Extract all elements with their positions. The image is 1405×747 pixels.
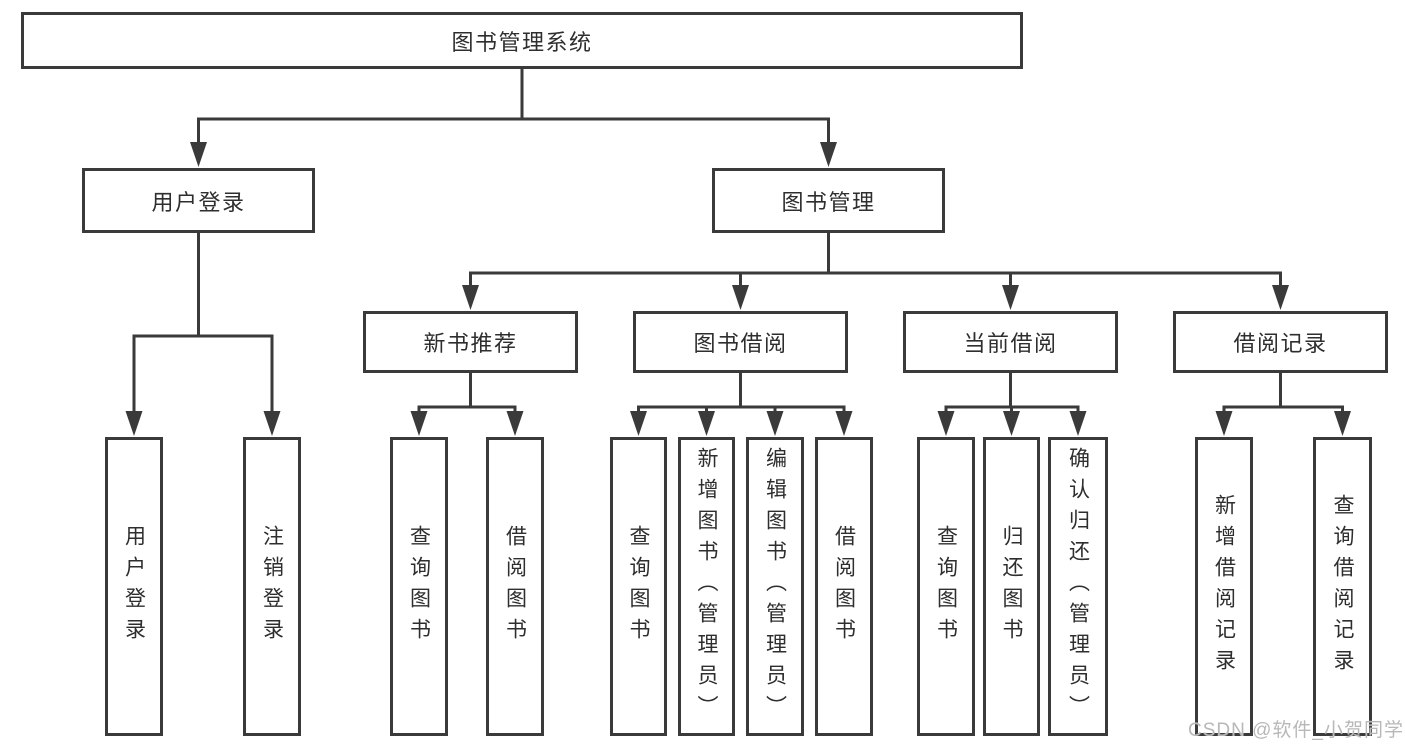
node-br-add: 新增借阅记录 bbox=[1195, 437, 1253, 736]
node-br-query: 查询借阅记录 bbox=[1313, 437, 1372, 736]
node-label: 借阅图书 bbox=[832, 524, 856, 649]
node-ul-logout: 注销登录 bbox=[243, 437, 301, 736]
node-label: 图书管理 bbox=[781, 189, 876, 215]
node-bb-query: 查询图书 bbox=[610, 437, 667, 736]
node-cb-confirm: 确认归还（管理员） bbox=[1048, 437, 1108, 736]
node-label: 借阅图书 bbox=[503, 524, 527, 649]
node-book-borrow: 图书借阅 bbox=[633, 311, 848, 373]
node-label: 编辑图书（管理员） bbox=[763, 447, 787, 726]
node-label: 查询借阅记录 bbox=[1331, 493, 1354, 680]
node-borrow-records: 借阅记录 bbox=[1173, 311, 1388, 373]
node-label: 新书推荐 bbox=[423, 331, 518, 356]
node-label: 借阅记录 bbox=[1233, 331, 1328, 356]
node-label: 确认归还（管理员） bbox=[1066, 447, 1090, 726]
node-label: 查询图书 bbox=[627, 524, 650, 649]
node-root: 图书管理系统 bbox=[21, 12, 1023, 69]
node-label: 图书管理系统 bbox=[451, 29, 593, 55]
node-label: 图书借阅 bbox=[693, 331, 788, 356]
node-ul-login: 用户登录 bbox=[105, 437, 163, 736]
node-new-book-rec: 新书推荐 bbox=[363, 311, 578, 373]
node-bb-add: 新增图书（管理员） bbox=[678, 437, 735, 736]
node-label: 查询图书 bbox=[934, 524, 958, 649]
node-nbr-borrow: 借阅图书 bbox=[486, 437, 544, 736]
node-nbr-query: 查询图书 bbox=[390, 437, 448, 736]
node-bb-borrow: 借阅图书 bbox=[815, 437, 873, 736]
node-label: 用户登录 bbox=[122, 524, 146, 649]
node-label: 查询图书 bbox=[407, 524, 431, 649]
node-label: 注销登录 bbox=[260, 524, 284, 649]
node-label: 归还图书 bbox=[1000, 524, 1023, 649]
node-user-login: 用户登录 bbox=[82, 168, 315, 233]
node-label: 用户登录 bbox=[151, 189, 246, 215]
node-label: 新增借阅记录 bbox=[1212, 493, 1236, 680]
node-current-borrow: 当前借阅 bbox=[903, 311, 1118, 373]
node-label: 当前借阅 bbox=[963, 331, 1058, 356]
node-bb-edit: 编辑图书（管理员） bbox=[746, 437, 804, 736]
node-book-mgmt: 图书管理 bbox=[712, 168, 945, 233]
node-cb-return: 归还图书 bbox=[983, 437, 1040, 736]
watermark: CSDN @软件_小贺同学 bbox=[1188, 720, 1404, 741]
node-cb-query: 查询图书 bbox=[917, 437, 975, 736]
node-label: 新增图书（管理员） bbox=[695, 447, 718, 726]
